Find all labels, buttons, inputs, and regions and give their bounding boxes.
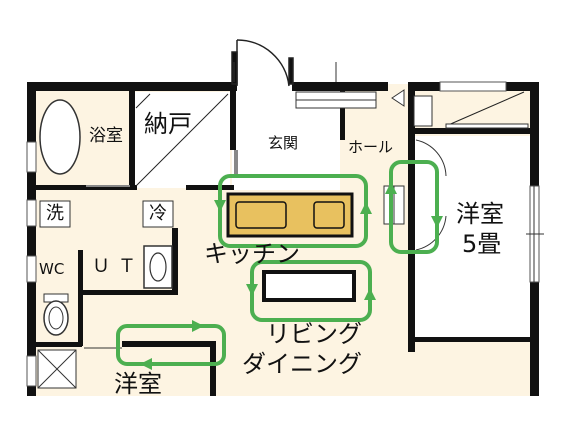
wall-room-top — [414, 128, 536, 134]
flow-loop-hall — [389, 160, 439, 254]
toilet-seat — [48, 306, 64, 330]
label-fridge: 冷 — [149, 203, 167, 224]
wall-wc-bottom — [36, 342, 82, 347]
wall-storage-bottom — [186, 185, 234, 190]
bathtub — [39, 99, 81, 175]
wall-bottom-room-right — [210, 341, 216, 396]
wall-hall-right — [408, 90, 415, 352]
hall-door-mark — [391, 89, 405, 107]
flow-arrow-kitchen-up — [360, 202, 372, 214]
wall-top-left — [27, 82, 237, 91]
flow-arrow-dining-up — [364, 288, 376, 300]
wall-ut-bottom — [82, 290, 178, 295]
label-kitchen: キッチン — [204, 240, 300, 268]
kitchen-stove — [313, 201, 345, 229]
flow-arrow-bottom-right — [192, 320, 204, 332]
closet-diagonal — [445, 91, 525, 127]
label-hall: ホール — [348, 138, 394, 156]
floor-right-room — [414, 136, 536, 342]
window-left-bottom — [26, 355, 37, 387]
toilet-bowl — [43, 300, 69, 336]
window-top-right — [439, 81, 507, 92]
bottom-margin — [0, 396, 566, 445]
label-western-right-size: 5畳 — [462, 230, 502, 258]
wall-bottom-room-top — [122, 341, 216, 347]
flow-arrow-bottom-left — [140, 358, 152, 370]
wall-bath-bottom — [27, 185, 137, 190]
window-left-mid — [26, 199, 37, 227]
label-utility: ＵＴ — [92, 256, 144, 277]
entrance-door-swing — [236, 39, 290, 87]
label-storage: 納戸 — [144, 110, 192, 138]
fridge-box — [142, 200, 174, 228]
flow-arrow-dining-down — [246, 284, 258, 296]
label-living-line1: リビング — [266, 320, 362, 348]
wall-top-mid — [292, 82, 388, 91]
label-western-right-name: 洋室 — [456, 200, 504, 228]
wall-wc-right — [78, 250, 83, 346]
flow-loop-bottom-room — [116, 324, 226, 366]
sink-bowl — [149, 252, 167, 282]
washer-box — [39, 200, 71, 228]
dining-table — [262, 270, 356, 302]
window-bath — [26, 141, 37, 173]
flow-arrow-hall-up — [385, 182, 397, 194]
entrance-door-jamb-right — [288, 57, 294, 85]
closet-rail — [445, 123, 529, 129]
window-wc — [26, 255, 37, 283]
label-western-bottom: 洋室 — [114, 370, 162, 398]
flow-arrow-hall-down — [431, 216, 443, 228]
storage-shelf — [135, 93, 151, 109]
wall-storage-left — [129, 90, 135, 187]
room-door-swing — [415, 139, 447, 177]
label-toilet: WC — [39, 260, 65, 278]
wall-entrance-left — [230, 90, 236, 150]
wall-hall-left — [340, 90, 345, 140]
flow-arrow-kitchen-down — [214, 200, 226, 212]
label-bath: 浴室 — [89, 126, 123, 146]
storage-box-x2 — [37, 349, 77, 389]
kitchen-sink — [235, 201, 287, 229]
label-entrance: 玄関 — [268, 134, 299, 152]
hall-door-frame — [413, 95, 433, 127]
entrance-door — [231, 39, 294, 87]
wall-room-bottom — [414, 337, 536, 342]
label-living-line2: ダイニング — [242, 350, 362, 378]
storage-diagonal — [135, 93, 229, 187]
label-washer: 洗 — [46, 203, 64, 224]
flow-arrows — [140, 182, 443, 370]
wall-fridge-right — [172, 228, 178, 290]
wall-left — [27, 82, 36, 396]
